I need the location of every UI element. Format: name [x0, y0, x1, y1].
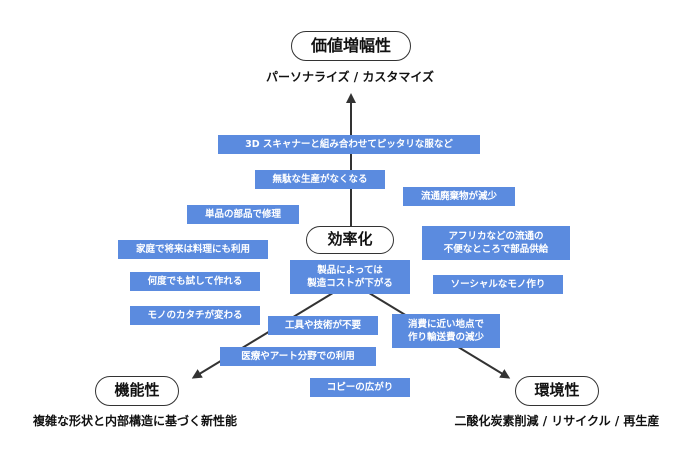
tag-near-consumption-line2: 作り輸送費の減少	[407, 332, 484, 343]
tag-medical-art: 医療やアート分野での利用	[220, 347, 376, 366]
tag-no-waste-production: 無駄な生産がなくなる	[255, 170, 385, 189]
node-environment-subtitle: 二酸化炭素削減 / リサイクル / 再生産	[454, 414, 660, 428]
tag-trial-making: 何度でも試して作れる	[130, 272, 260, 291]
tag-africa-supply-line2: 不便なところで部品供給	[443, 244, 549, 255]
tag-africa-supply: アフリカなどの流通の 不便なところで部品供給	[422, 226, 570, 260]
tag-manufacturing-cost-line2: 製造コストが下がる	[307, 278, 393, 289]
tag-distribution-waste: 流通廃棄物が減少	[403, 187, 515, 206]
tag-near-consumption-line1: 消費に近い地点で	[407, 319, 484, 330]
node-functionality: 機能性	[95, 376, 179, 406]
tag-social-making: ソーシャルなモノ作り	[433, 275, 563, 294]
tag-3d-scanner: 3D スキャナーと組み合わせてピッタリな服など	[218, 135, 480, 154]
node-functionality-subtitle: 複雑な形状と内部構造に基づく新性能	[32, 414, 237, 428]
tag-africa-supply-line1: アフリカなどの流通の	[448, 231, 544, 242]
tag-single-part-repair: 単品の部品で修理	[187, 205, 299, 224]
tag-near-consumption: 消費に近い地点で 作り輸送費の減少	[392, 314, 500, 348]
node-environment: 環境性	[515, 376, 599, 406]
node-value-amplification: 価値増幅性	[291, 31, 411, 61]
node-efficiency: 効率化	[306, 226, 394, 254]
tag-copy-spread: コピーの広がり	[310, 378, 410, 397]
tag-home-cooking: 家庭で将来は料理にも利用	[118, 240, 268, 259]
tag-manufacturing-cost: 製品によっては 製造コストが下がる	[290, 260, 410, 294]
tag-shape-change: モノのカタチが変わる	[130, 306, 260, 325]
tag-no-tools-skills: 工具や技術が不要	[268, 316, 378, 335]
tag-manufacturing-cost-line1: 製品によっては	[317, 265, 383, 276]
node-value-amplification-subtitle: パーソナライズ / カスタマイズ	[265, 70, 435, 84]
